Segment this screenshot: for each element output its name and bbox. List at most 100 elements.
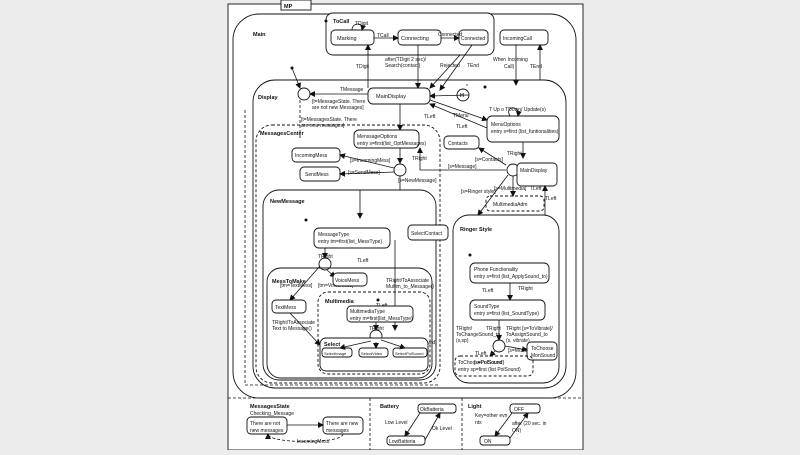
label-tright-assoc-2: Multim_to_Message() <box>386 284 434 290</box>
label-tright-vibrate-3: (s, vibrate) <box>506 338 530 344</box>
label-tdigit-main: TDigit <box>356 64 370 70</box>
tr-to-send <box>339 170 395 177</box>
state-select-image-label: SelectImage <box>324 351 347 356</box>
label-tright-text-2: Text to Message() <box>272 326 312 332</box>
state-there-are-not-new-label-2: new messages <box>250 428 284 434</box>
tr-light-off <box>509 412 529 439</box>
light-label: Light <box>468 404 482 410</box>
state-menu-options-label-2: entry s=first (list_funtionalities) <box>491 129 559 135</box>
label-search-contact: Search(contact) <box>385 63 421 69</box>
state-messages-options-label-1: MenssageOptions <box>357 134 398 140</box>
messages-state-label: MessagesState <box>250 404 290 410</box>
tr-text-to-select <box>289 312 321 346</box>
tr-battery-low <box>404 412 421 437</box>
state-phone-functionality <box>469 262 550 284</box>
main-region-label: Main <box>253 32 266 38</box>
state-message-type <box>313 227 391 249</box>
label-guard-messstate-3: [t=MessagesState. There <box>301 117 357 123</box>
messages-center-label: MessagesCenter <box>260 131 305 137</box>
label-after-tdigit: after(TDigit 2 sec)/ <box>385 57 427 63</box>
state-messages-options-label-2: entry s=first(list_OptMessages) <box>357 141 426 147</box>
state-select-video-label: SelectVideo <box>361 351 383 356</box>
state-on-label: ON <box>484 439 492 445</box>
messages-choice <box>393 163 407 177</box>
label-tcall: TCall <box>377 33 389 39</box>
state-low-batteria-label: LowBatteria <box>389 439 416 445</box>
state-text-mess <box>271 299 307 314</box>
state-to-choose-pol-sound <box>454 355 534 377</box>
state-select-pol-sound-label: SelectPolSound <box>395 351 423 356</box>
label-key-other-2: nts <box>475 420 482 426</box>
root-tab <box>280 0 312 11</box>
display-initial <box>483 85 487 89</box>
state-incoming-call <box>499 29 549 46</box>
label-call: Call) <box>504 64 515 70</box>
label-tleft-3: TLeft <box>530 186 542 192</box>
state-there-are-new-label-1: There are new <box>326 421 359 427</box>
tr-main-init <box>291 67 301 89</box>
tr-tleft-menu <box>429 103 488 129</box>
label-guard-message: [s=Message] <box>448 164 477 170</box>
label-tright-2: TRight <box>507 151 522 157</box>
label-guard-contacts: [s=Contacts] <box>475 157 504 163</box>
tr-to-monsound <box>504 345 528 353</box>
state-sound-type <box>469 299 546 321</box>
state-text-mess-label: TextMess <box>275 305 297 311</box>
state-message-type-label-2: entry tm=first(list_MessType) <box>318 239 382 245</box>
battery-label: Battery <box>380 404 400 410</box>
label-tend-2: TEnd <box>530 64 542 70</box>
state-message-type-label-1: MessageType <box>318 232 349 238</box>
state-voice-mess-label: VoiceMess <box>335 278 360 284</box>
state-main-display-label: MainDisplay <box>376 94 406 100</box>
tr-to-message <box>417 147 506 171</box>
label-tright-vibrate-2: ToAssignSound_to <box>506 332 548 338</box>
label-guard-messstate-1: [t=MessageState. There <box>312 99 366 105</box>
tr-to-incoming <box>339 153 395 169</box>
label-guard-textmess: [tm=TextMess] <box>280 283 313 289</box>
label-tleft-2: TLeft <box>456 124 468 130</box>
state-to-choose-mon-sound-label-2: MonSound <box>531 353 555 359</box>
state-connecting-label: Connecting <box>401 36 429 42</box>
label-tright-7: TRight <box>486 326 501 332</box>
state-menu-options-label-1: MenuOptions <box>491 122 521 128</box>
state-messages-options <box>353 129 420 149</box>
state-there-are-new-label-2: messages <box>326 428 349 434</box>
history-star: * <box>466 84 468 90</box>
messages-center-region <box>255 124 441 384</box>
ringer-initial <box>468 253 472 257</box>
history-state-label: H <box>460 93 464 99</box>
state-off-label: OFF <box>514 407 524 413</box>
state-ok-batteria-label: OkBatteria <box>420 407 444 413</box>
state-contacts-label: Contacts <box>448 141 468 147</box>
label-tright-chang-1: TRight/ <box>456 326 473 332</box>
label-incoming-mess-evt: IncomingMess <box>297 439 330 445</box>
label-tright-chang-3: (s,sp) <box>456 338 469 344</box>
label-tright-6: TRight <box>518 286 533 292</box>
label-connected-evt: Connected <box>438 32 462 38</box>
root-tab-label: MP <box>284 4 293 10</box>
ringer-style-label: Ringer Style <box>460 227 492 233</box>
label-when-incoming: When Incoming <box>493 57 528 63</box>
ringer-style-region <box>452 214 560 384</box>
display-region <box>252 79 567 389</box>
label-tright-assoc-1: TRight/ToAssociate <box>386 278 429 284</box>
state-select-contact-label: SelectContact <box>411 231 443 237</box>
tr-to-textmess <box>289 265 321 301</box>
state-to-choose-pol-sound-label-1: ToChoosePolSound <box>458 360 502 366</box>
label-guard-ringer: [s=Ringer style] <box>461 189 496 195</box>
tr-to-image <box>339 340 372 350</box>
checking-message-label: Checking_Message <box>250 411 294 417</box>
label-tleft-1: TLeft <box>424 114 436 120</box>
multimedia-initial <box>376 298 380 302</box>
soundtype-choice <box>492 339 506 353</box>
label-guard-incoming: [s=IncomingMess] <box>350 158 391 164</box>
tr-to-contacts <box>478 147 507 166</box>
label-tmenu: TMenu <box>453 113 469 119</box>
state-multimedia-type-label-1: MultimediaType <box>350 309 385 315</box>
label-tright-text-1: TRight/ToAssociate <box>272 320 315 326</box>
label-guard-messstate-4: are new messages] <box>301 123 345 129</box>
display-region-label: Display <box>258 95 279 101</box>
label-tend-1: TEnd <box>467 63 479 69</box>
